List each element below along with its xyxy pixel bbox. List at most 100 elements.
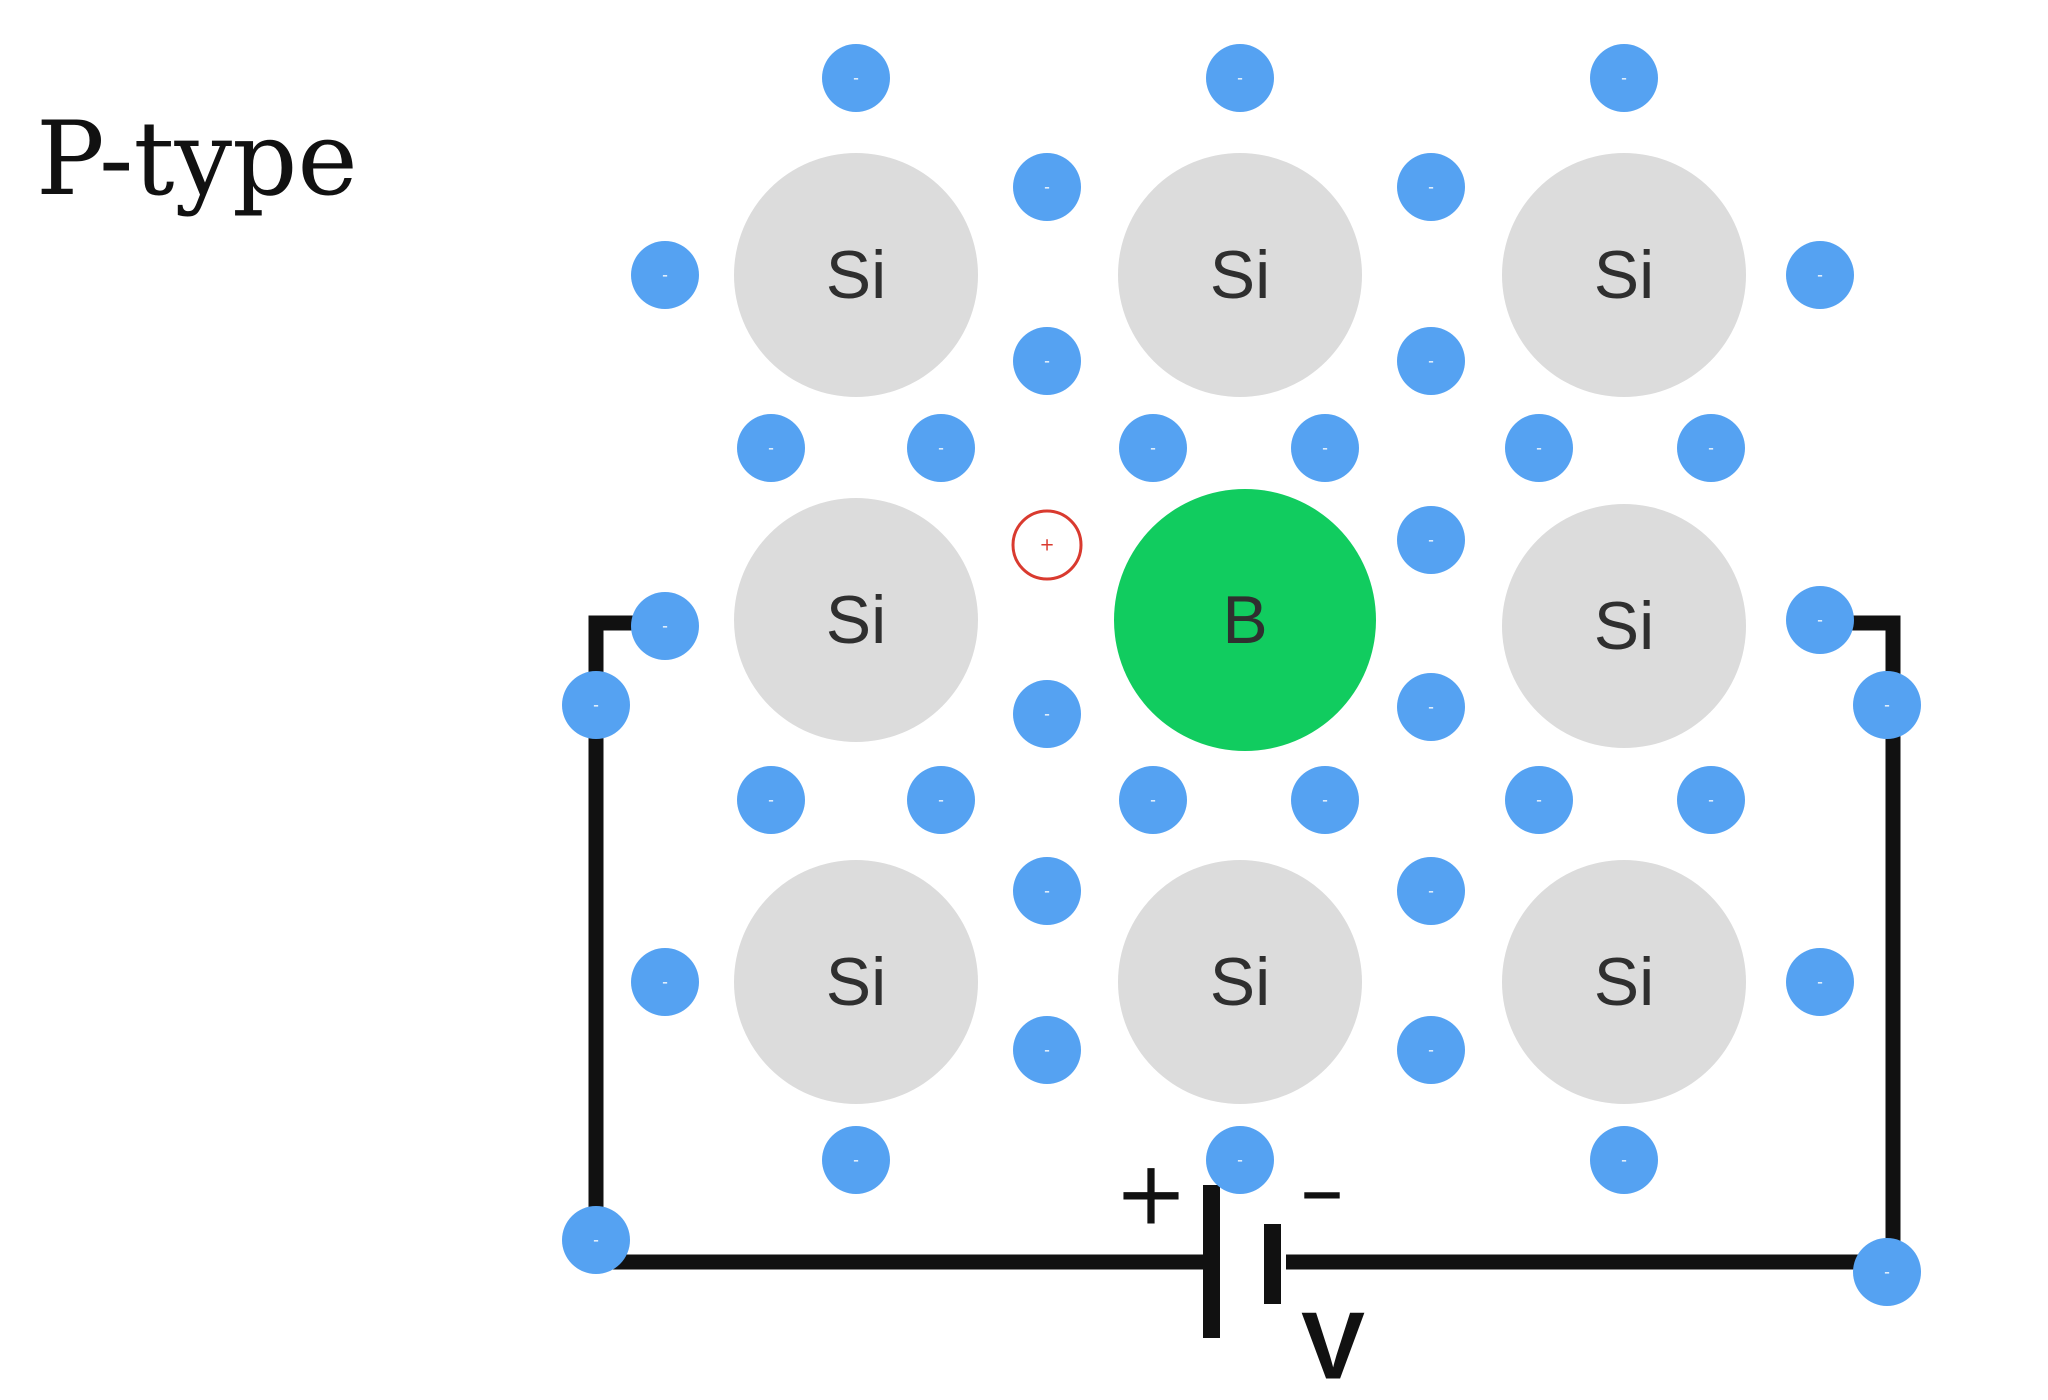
electron: -: [1786, 241, 1854, 309]
electron: -: [1397, 1016, 1465, 1084]
electron-sign: -: [593, 696, 599, 715]
electron-sign: -: [1884, 1263, 1890, 1282]
electron-sign: -: [938, 791, 944, 810]
hole: +: [1011, 509, 1083, 581]
electron: -: [1505, 766, 1573, 834]
electron: -: [737, 414, 805, 482]
electron: -: [1590, 44, 1658, 112]
electron: -: [1013, 680, 1081, 748]
electron-sign: -: [1044, 882, 1050, 901]
electron: -: [1013, 857, 1081, 925]
silicon-atom: Si: [1118, 860, 1362, 1104]
atom-label: Si: [1594, 237, 1654, 313]
electron: -: [1206, 44, 1274, 112]
electron: -: [1397, 857, 1465, 925]
electron-sign: -: [938, 439, 944, 458]
electron-sign: -: [1428, 698, 1434, 717]
electron-sign: -: [1536, 439, 1542, 458]
electron: -: [631, 241, 699, 309]
electron-sign: -: [1237, 69, 1243, 88]
electron: -: [631, 948, 699, 1016]
atom-label: Si: [1594, 944, 1654, 1020]
silicon-atom: Si: [1502, 504, 1746, 748]
electron-sign: -: [1150, 439, 1156, 458]
electron-sign: -: [662, 617, 668, 636]
electron: -: [562, 1206, 630, 1274]
atom-label: B: [1222, 582, 1267, 658]
electron-sign: -: [853, 69, 859, 88]
electron: -: [907, 414, 975, 482]
battery-positive-sign: +: [1114, 1142, 1188, 1245]
battery-negative-plate: [1264, 1224, 1281, 1304]
electron-sign: -: [1884, 696, 1890, 715]
electron: -: [1119, 766, 1187, 834]
electron: -: [1786, 586, 1854, 654]
electron: -: [822, 1126, 890, 1194]
atom-label: Si: [826, 944, 886, 1020]
electron-sign: -: [1621, 69, 1627, 88]
electron-sign: -: [1817, 973, 1823, 992]
atom-label: Si: [1210, 237, 1270, 313]
electron-sign: -: [768, 439, 774, 458]
electron: -: [1853, 671, 1921, 739]
electron: -: [1677, 766, 1745, 834]
electron-sign: -: [1708, 791, 1714, 810]
electron: -: [1397, 327, 1465, 395]
electron-sign: -: [662, 973, 668, 992]
electron: -: [1505, 414, 1573, 482]
electron-sign: -: [593, 1231, 599, 1250]
electron-sign: -: [1428, 178, 1434, 197]
hole-sign: +: [1039, 535, 1054, 556]
electron-sign: -: [1428, 1041, 1434, 1060]
electron-sign: -: [662, 266, 668, 285]
silicon-atom: Si: [734, 153, 978, 397]
electron-sign: -: [1621, 1151, 1627, 1170]
electron: -: [1786, 948, 1854, 1016]
atom-label: Si: [1210, 944, 1270, 1020]
electron: -: [1677, 414, 1745, 482]
electron-sign: -: [1428, 352, 1434, 371]
electron-sign: -: [1322, 439, 1328, 458]
battery-negative-sign: –: [1300, 1138, 1344, 1241]
electron: -: [1291, 766, 1359, 834]
electron-sign: -: [1817, 266, 1823, 285]
electron: -: [907, 766, 975, 834]
electron-sign: -: [1322, 791, 1328, 810]
electron-sign: -: [1708, 439, 1714, 458]
electron: -: [631, 592, 699, 660]
electron: -: [1013, 327, 1081, 395]
boron-atom: B: [1114, 489, 1376, 751]
electron: -: [822, 44, 890, 112]
silicon-atom: Si: [1118, 153, 1362, 397]
electron: -: [737, 766, 805, 834]
electron-sign: -: [1817, 611, 1823, 630]
silicon-atom: Si: [1502, 153, 1746, 397]
electron-sign: -: [1428, 882, 1434, 901]
atom-label: Si: [826, 237, 886, 313]
electron: -: [1119, 414, 1187, 482]
electron-sign: -: [1044, 352, 1050, 371]
electron-sign: -: [1044, 705, 1050, 724]
battery: + – V: [1114, 1138, 1365, 1400]
electron-sign: -: [1237, 1151, 1243, 1170]
electron: -: [562, 671, 630, 739]
silicon-atom: Si: [1502, 860, 1746, 1104]
electron-sign: -: [1044, 1041, 1050, 1060]
electron: -: [1013, 1016, 1081, 1084]
atom-label: Si: [826, 582, 886, 658]
silicon-atom: Si: [734, 498, 978, 742]
electron-sign: -: [1428, 531, 1434, 550]
atom-label: Si: [1594, 588, 1654, 664]
electron: -: [1206, 1126, 1274, 1194]
electron: -: [1397, 153, 1465, 221]
voltage-label: V: [1301, 1293, 1365, 1400]
electron: -: [1590, 1126, 1658, 1194]
electron: -: [1853, 1238, 1921, 1306]
silicon-atom: Si: [734, 860, 978, 1104]
electron: -: [1397, 506, 1465, 574]
electron-sign: -: [1536, 791, 1542, 810]
electron: -: [1013, 153, 1081, 221]
electron-sign: -: [1150, 791, 1156, 810]
electron-sign: -: [853, 1151, 859, 1170]
electron: -: [1397, 673, 1465, 741]
